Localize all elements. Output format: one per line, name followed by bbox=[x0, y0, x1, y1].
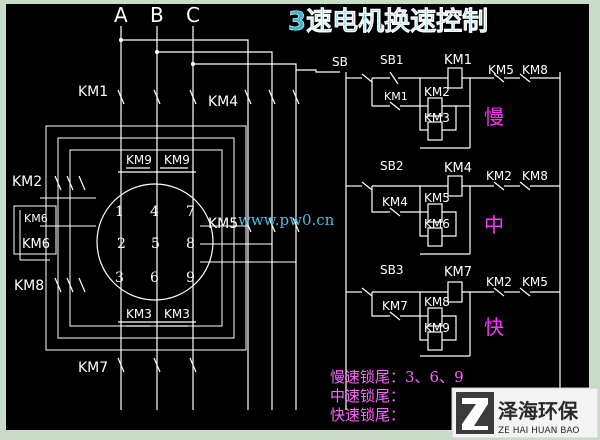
km3-contacts-bottom bbox=[118, 321, 196, 327]
terminal-8: 8 bbox=[186, 236, 195, 252]
km7-hold-label: KM7 bbox=[382, 299, 408, 313]
phase-bus bbox=[119, 26, 340, 410]
km8-contacts bbox=[54, 277, 86, 293]
speed-fast-label: 快 bbox=[484, 315, 504, 339]
motor-terminals: 1 4 7 2 5 8 3 6 9 bbox=[115, 204, 195, 286]
km6-label-bottom: KM6 bbox=[22, 237, 50, 252]
logo-badge: 泽海环保 ZE HAI HUAN BAO bbox=[451, 387, 599, 439]
km3-label-right: KM3 bbox=[164, 307, 190, 321]
watermark: www.pw0.cn bbox=[238, 211, 335, 229]
terminal-2: 2 bbox=[117, 236, 126, 252]
km2-coil-label: KM2 bbox=[424, 85, 450, 99]
terminal-1: 1 bbox=[115, 204, 124, 220]
km9-label-left: KM9 bbox=[126, 153, 152, 167]
logo-mark-icon bbox=[462, 398, 488, 430]
km1-label: KM1 bbox=[78, 84, 108, 100]
km4-contacts bbox=[244, 89, 300, 105]
terminal-6: 6 bbox=[150, 270, 159, 286]
phase-b-label: B bbox=[150, 3, 164, 27]
sb1-label: SB1 bbox=[380, 53, 403, 67]
km6-coil-label: KM6 bbox=[424, 217, 450, 231]
sb3-label: SB3 bbox=[380, 263, 403, 277]
terminal-3: 3 bbox=[115, 270, 124, 286]
km8-label: KM8 bbox=[14, 278, 44, 294]
phase-a-label: A bbox=[114, 3, 128, 27]
km1-coil-label: KM1 bbox=[444, 53, 472, 68]
km7-label: KM7 bbox=[78, 360, 108, 376]
km8-rung1-label: KM8 bbox=[522, 63, 548, 77]
terminal-5: 5 bbox=[151, 236, 160, 252]
terminal-4: 4 bbox=[150, 204, 159, 220]
km3-coil-label: KM3 bbox=[424, 111, 450, 125]
speed-medium-label: 中 bbox=[484, 213, 504, 237]
terminal-9: 9 bbox=[186, 270, 195, 286]
note-fast: 快速锁尾： bbox=[330, 406, 405, 424]
motor-circle bbox=[96, 183, 214, 301]
note-slow: 慢速锁尾：3、6、9 bbox=[330, 368, 464, 386]
km2-rung2-label: KM2 bbox=[486, 169, 512, 183]
speed-slow-label: 慢 bbox=[484, 105, 504, 129]
km5-label: KM5 bbox=[208, 216, 238, 232]
title: 3速电机换速控制 bbox=[288, 7, 488, 37]
km5-contacts bbox=[244, 217, 300, 233]
km9-label-right: KM9 bbox=[164, 153, 190, 167]
logo-pinyin: ZE HAI HUAN BAO bbox=[498, 426, 580, 436]
logo-name: 泽海环保 bbox=[498, 399, 579, 423]
km2-label: KM2 bbox=[12, 174, 42, 190]
km1-hold-label: KM1 bbox=[384, 90, 408, 103]
km2-contacts bbox=[54, 175, 86, 191]
km9-coil-label: KM9 bbox=[424, 321, 450, 335]
km7-coil-label: KM7 bbox=[444, 265, 472, 280]
km5-coil-label: KM5 bbox=[424, 191, 450, 205]
km4-coil-label: KM4 bbox=[444, 161, 472, 176]
sb2-label: SB2 bbox=[380, 159, 403, 173]
km4-label: KM4 bbox=[208, 94, 238, 110]
sb-label: SB bbox=[332, 55, 348, 69]
km3-label-left: KM3 bbox=[126, 307, 152, 321]
note-medium: 中速锁尾： bbox=[330, 387, 405, 405]
km8-coil-label: KM8 bbox=[424, 295, 450, 309]
km5-rung1-label: KM5 bbox=[488, 63, 514, 77]
km9-contacts bbox=[118, 167, 196, 173]
km4-hold-label: KM4 bbox=[382, 195, 408, 209]
motor-wiring bbox=[13, 125, 296, 351]
km7-contacts bbox=[117, 357, 197, 373]
km1-contacts bbox=[117, 89, 197, 105]
km2-rung3-label: KM2 bbox=[486, 275, 512, 289]
km8-rung2-label: KM8 bbox=[522, 169, 548, 183]
terminal-7: 7 bbox=[186, 204, 195, 220]
phase-c-label: C bbox=[186, 3, 200, 27]
km6-label-top: KM6 bbox=[24, 212, 48, 225]
km5-rung3-label: KM5 bbox=[522, 275, 548, 289]
diagram-panel bbox=[6, 4, 589, 430]
control-circuit bbox=[345, 67, 561, 410]
